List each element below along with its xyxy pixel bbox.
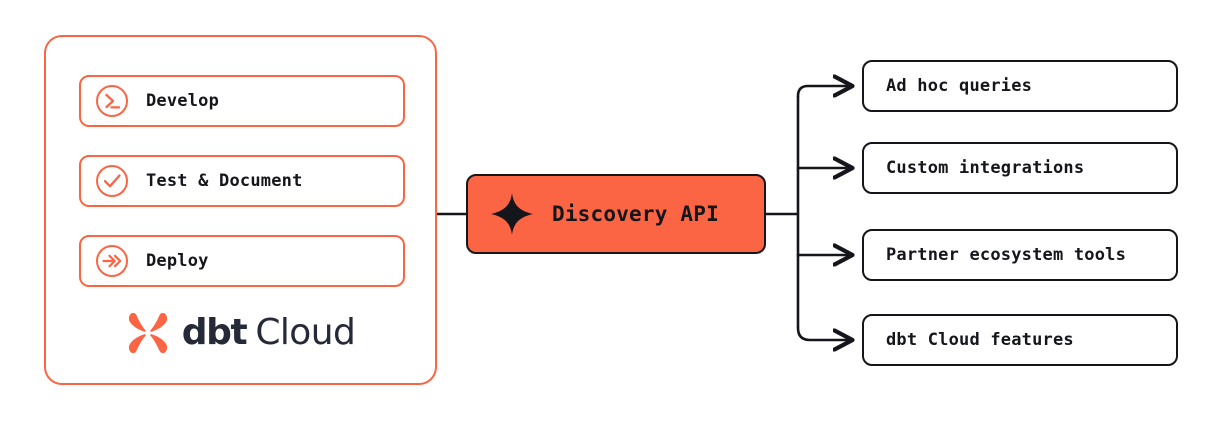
consumer-label: Custom integrations (886, 158, 1085, 178)
discovery-api-label: Discovery API (552, 202, 719, 226)
stage-label: Test & Document (146, 171, 303, 191)
consumer-box-ad-hoc-queries[interactable]: Ad hoc queries (862, 60, 1178, 112)
consumer-box-dbt-cloud-features[interactable]: dbt Cloud features (862, 314, 1178, 366)
discovery-api-node[interactable]: Discovery API (466, 174, 766, 254)
connector-branch-dbt-cloud-features (796, 326, 852, 340)
dbt-word: dbt (181, 312, 248, 353)
check-circle-icon (95, 164, 129, 198)
double-chevron-arrow-icon (95, 244, 129, 278)
consumer-box-partner-ecosystem-tools[interactable]: Partner ecosystem tools (862, 229, 1178, 281)
consumer-label: dbt Cloud features (886, 330, 1074, 350)
consumer-box-custom-integrations[interactable]: Custom integrations (862, 142, 1178, 194)
dbt-x-mark-icon (126, 311, 170, 355)
cloud-word: Cloud (255, 312, 356, 353)
stage-label: Develop (146, 91, 220, 111)
stage-card-test-and-document[interactable]: Test & Document (79, 155, 405, 207)
terminal-prompt-icon (95, 84, 129, 118)
stage-card-develop[interactable]: Develop (79, 75, 405, 127)
sparkle-diamond-icon (490, 192, 534, 236)
dbt-cloud-panel: Develop Test & Document Deploy (44, 35, 437, 385)
connector-branch-ad-hoc-queries (796, 86, 852, 96)
dbt-cloud-logo: dbt Cloud (46, 305, 435, 361)
stage-card-deploy[interactable]: Deploy (79, 235, 405, 287)
dbt-cloud-wordmark: dbt Cloud (181, 312, 356, 353)
consumer-label: Ad hoc queries (886, 76, 1033, 96)
consumer-label: Partner ecosystem tools (886, 245, 1127, 265)
stage-label: Deploy (146, 251, 209, 271)
